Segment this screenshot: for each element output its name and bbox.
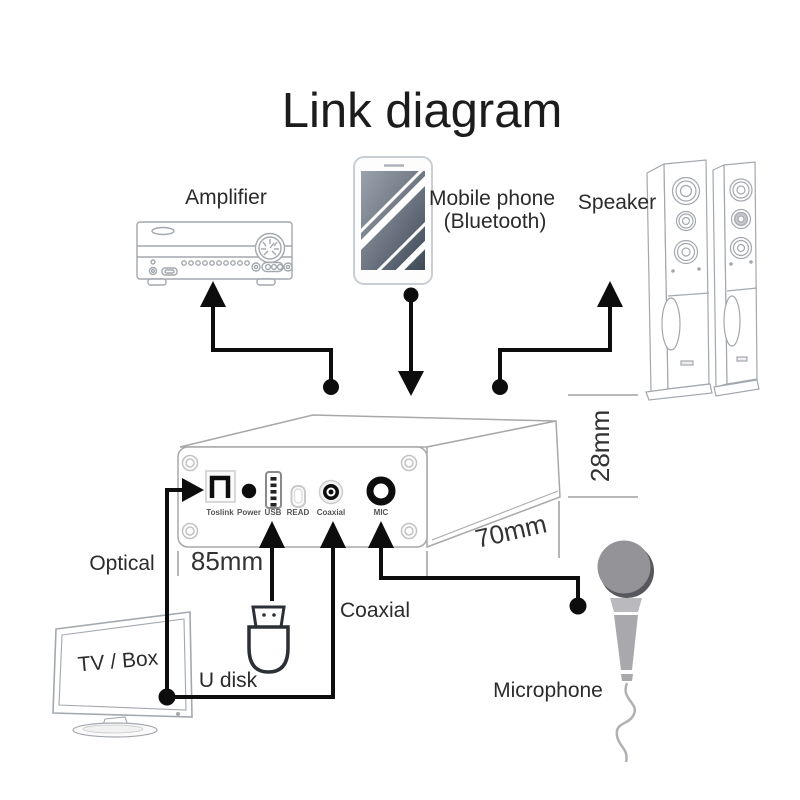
arrowhead-up-coaxial [320, 521, 346, 548]
speaker-icon [645, 159, 760, 401]
optical-connection-label: Optical [89, 552, 154, 575]
mobile-phone-label-line1: Mobile phone [429, 187, 555, 210]
usb-port-icon [265, 471, 282, 509]
read-port-label: READ [287, 508, 310, 517]
coaxial-connection-label: Coaxial [340, 599, 410, 622]
converter-device [177, 414, 561, 549]
dimension-lines [177, 394, 638, 576]
speaker-right-port [723, 295, 741, 347]
width-dimension-label: 85mm [191, 546, 263, 576]
phone-screen-reflections [361, 171, 425, 270]
power-port-label: Power [237, 508, 261, 517]
arrowhead-up-usb [259, 521, 285, 548]
mobile-phone-connection [398, 287, 424, 396]
mobile-phone-icon [353, 156, 433, 285]
arrowhead-up-amplifier [200, 281, 226, 307]
height-dimension-label: 28mm [585, 410, 615, 482]
u-disk-icon [247, 605, 290, 674]
amplifier-icon [136, 221, 293, 286]
speaker-right-drivers [729, 178, 753, 266]
amplifier-label: Amplifier [185, 186, 267, 209]
amplifier-connection [200, 281, 339, 395]
microphone-connection [368, 521, 587, 615]
u-disk-label: U disk [199, 669, 258, 692]
connection-lines [158, 281, 623, 706]
arrowhead-up-mic [368, 521, 394, 548]
power-port-icon [241, 483, 257, 499]
usb-connection [259, 521, 285, 601]
speaker-left-port [661, 297, 681, 351]
speaker-connection [492, 281, 623, 395]
speaker-label: Speaker [578, 191, 656, 214]
toslink-port-icon [205, 470, 236, 503]
amplifier-buttons-row [181, 260, 250, 266]
coaxial-connection [167, 521, 346, 699]
arrowhead-right-toslink [182, 478, 204, 502]
speaker-left-drivers [671, 176, 701, 273]
microphone-label: Microphone [493, 679, 603, 702]
arrowhead-up-speaker [597, 281, 623, 307]
device-corner-screws [181, 454, 418, 540]
mic-port-icon [366, 476, 396, 506]
toslink-port-label: Toslink [206, 508, 234, 517]
page-title: Link diagram [282, 84, 563, 138]
microphone-cable [615, 682, 636, 763]
coaxial-port-label: Coaxial [317, 508, 345, 517]
usb-port-label: USB [265, 508, 282, 517]
coaxial-port-icon [318, 479, 344, 505]
arrowhead-down-device [398, 371, 424, 396]
mic-port-label: MIC [374, 508, 389, 517]
read-port-icon [290, 485, 306, 508]
microphone-icon [597, 540, 654, 763]
tv-box-icon [52, 611, 193, 738]
amplifier-knob [254, 232, 286, 264]
mobile-phone-label-line2: (Bluetooth) [444, 210, 547, 233]
